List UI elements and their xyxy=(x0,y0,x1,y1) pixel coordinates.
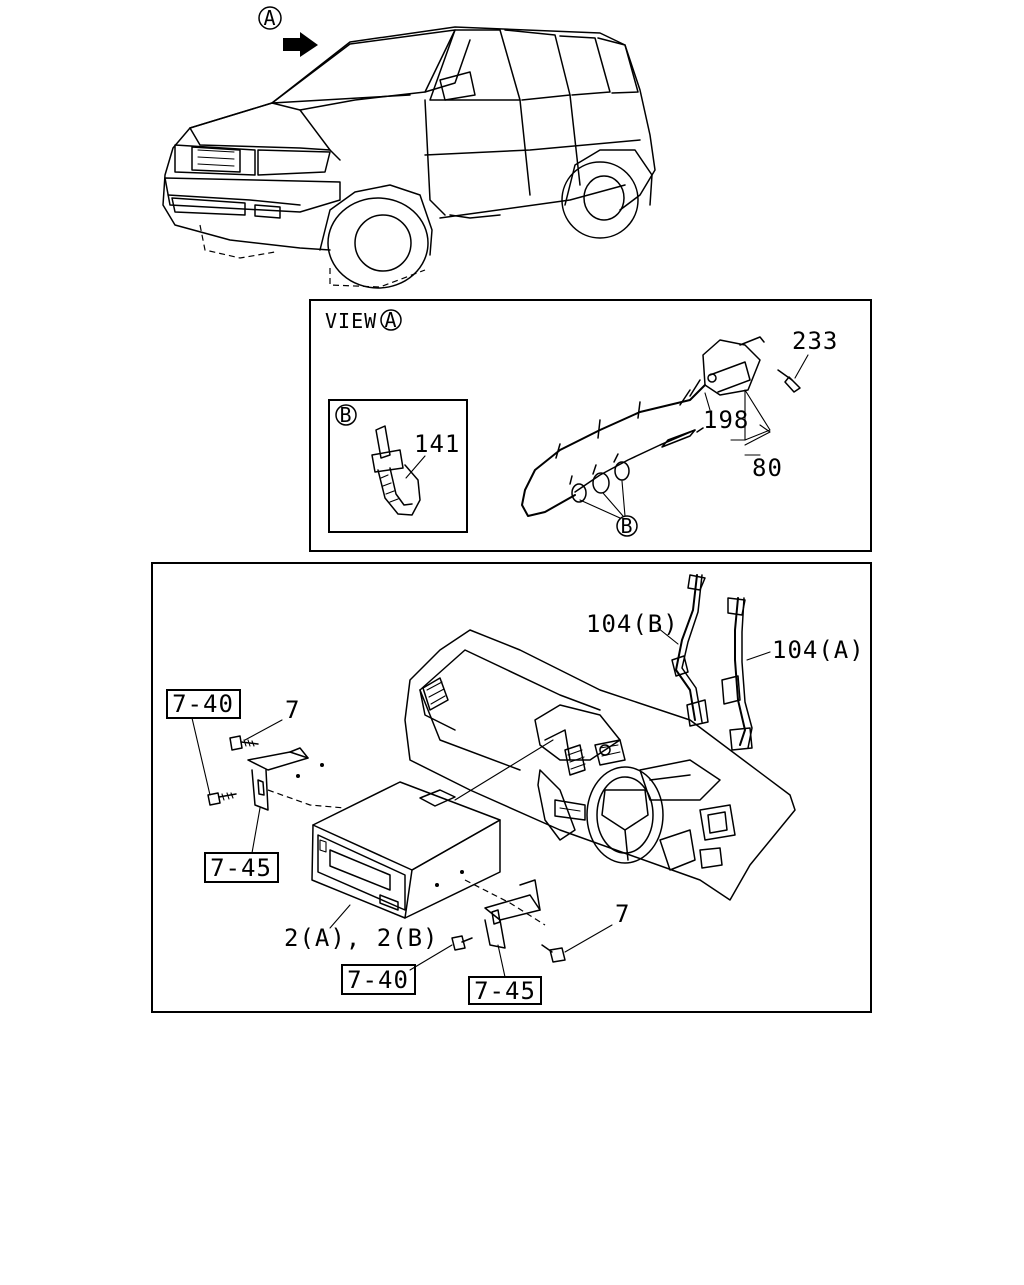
screw-7-top-icon xyxy=(229,735,259,751)
label-745-bottom: 7-45 xyxy=(474,977,536,1005)
view-direction-arrow xyxy=(283,32,318,57)
screw-740-top-icon xyxy=(207,792,237,806)
inset-b: B 141 xyxy=(328,399,468,533)
dashboard-illustration xyxy=(404,629,796,901)
label-7-top: 7 xyxy=(285,696,300,724)
label-2: 2(A), 2(B) xyxy=(284,924,439,952)
view-title-callout: A xyxy=(384,308,397,332)
screw-233-icon xyxy=(777,369,801,393)
audio-panel: 104(B) 104(A) xyxy=(151,562,872,1013)
label-box-740-bottom xyxy=(341,964,416,995)
label-198: 198 xyxy=(703,406,749,434)
label-745-top: 7-45 xyxy=(210,854,272,882)
view-a-panel: VIEW A B 141 xyxy=(309,299,872,552)
label-740-top: 7-40 xyxy=(172,690,234,718)
view-title: VIEW xyxy=(325,309,377,333)
label-7-bottom: 7 xyxy=(615,900,630,928)
cable-tie-icon xyxy=(371,425,421,516)
clip-callout-b: B xyxy=(620,514,633,538)
inset-b-callout: B xyxy=(339,403,352,427)
harness-104b xyxy=(671,574,709,727)
label-box-745-top xyxy=(204,852,279,883)
label-104b: 104(B) xyxy=(586,610,679,638)
radio-unit xyxy=(296,763,501,919)
label-233: 233 xyxy=(792,327,838,355)
label-141: 141 xyxy=(414,430,460,458)
antenna-assembly xyxy=(521,336,765,517)
screw-7-bottom-icon xyxy=(541,944,566,963)
label-80: 80 xyxy=(752,454,783,482)
right-bracket xyxy=(464,879,546,949)
audio-frame xyxy=(151,562,872,1013)
label-104a: 104(A) xyxy=(772,636,865,664)
view-a-frame xyxy=(309,299,872,552)
screw-740-bottom-icon xyxy=(451,935,473,951)
label-box-740-top xyxy=(166,689,241,719)
callout-a-text: A xyxy=(263,6,276,30)
left-bracket xyxy=(247,747,346,811)
vehicle-illustration xyxy=(162,26,656,289)
view-a-callout: A xyxy=(258,6,282,30)
label-740-bottom: 7-40 xyxy=(347,966,409,994)
inset-b-frame xyxy=(328,399,468,533)
harness-104a xyxy=(721,597,753,751)
